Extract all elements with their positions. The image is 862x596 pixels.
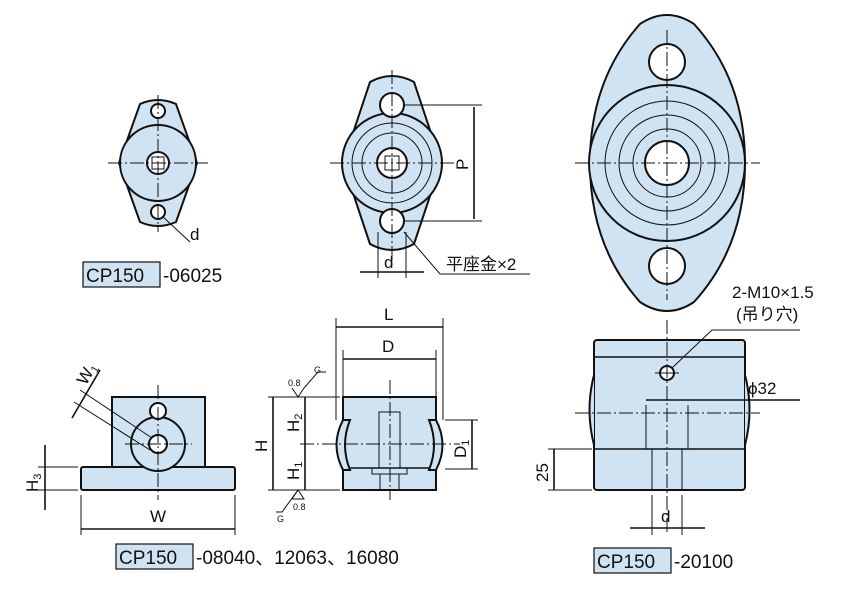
large-side-view: ϕ32 25 d CP150 -20100: [533, 320, 800, 574]
dim-w-label: W: [150, 507, 166, 526]
model-code: CP150: [119, 548, 177, 569]
dim-h-label: H: [252, 440, 271, 452]
dim-d-label: d: [190, 225, 199, 244]
washer-note: 平座金×2: [446, 255, 516, 274]
dim-25-label: 25: [533, 463, 552, 482]
dim-h2-label: H2: [284, 414, 305, 432]
model-suffix: -20100: [674, 552, 733, 573]
hole-note-2: (吊り穴): [736, 305, 798, 324]
dim-phi-label: ϕ32: [748, 379, 776, 398]
model-suffix: -08040、12063、16080: [196, 548, 399, 569]
model-suffix: -06025: [163, 266, 222, 287]
model-box: [593, 547, 672, 574]
small-top-view: d CP150 -06025: [82, 95, 222, 288]
model-code: CP150: [597, 552, 655, 573]
roughness-top-g: G: [314, 365, 321, 375]
model-code: CP150: [86, 266, 144, 287]
dim-h1-label: H1: [284, 462, 305, 480]
dim-p-label: P: [453, 159, 472, 170]
large-top-view: 2-M10×1.5 (吊り穴): [575, 14, 814, 324]
roughness-top: 0.8: [288, 378, 301, 388]
dim-w1-label: W1: [73, 359, 102, 389]
dim-h3-label: H3: [23, 474, 44, 492]
dim-d-label: D: [382, 337, 394, 356]
roughness-bottom-g: G: [277, 514, 284, 524]
dim-d-label: d: [384, 253, 393, 272]
dim-d1-label: D1: [451, 440, 472, 458]
dim-l-label: L: [384, 305, 393, 324]
roughness-bottom: 0.8: [293, 502, 306, 512]
medium-top-view: P d 平座金×2: [330, 70, 530, 278]
model-box: [82, 261, 161, 288]
dim-d-label: d: [661, 507, 670, 526]
middle-side-view: L D H H2 H1 D1 0.8 G 0.8 G CP150 -08040、…: [115, 305, 478, 570]
left-side-view: W1 H3 W: [23, 359, 236, 535]
model-box: [115, 543, 194, 570]
hole-note-1: 2-M10×1.5: [732, 283, 814, 302]
